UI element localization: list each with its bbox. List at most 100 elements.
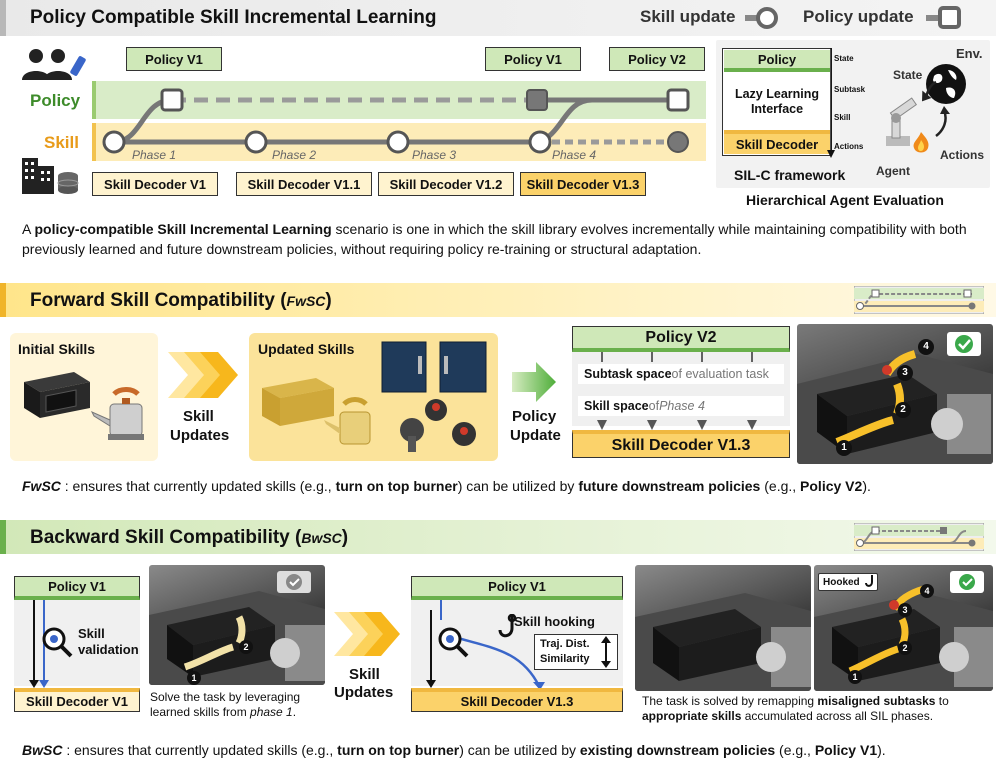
row-label-skill: Skill (44, 133, 79, 152)
bwsc-skill-updates-1: Skill (349, 666, 380, 683)
bwsc-title-text: Backward Skill Compatibility ( (30, 527, 302, 548)
bwsc-step-4: 4 (920, 584, 934, 598)
framework-policy: Policy (724, 50, 830, 72)
bwsc-hooking-label: Skill hooking (514, 614, 595, 629)
agent-env-arrows (922, 80, 950, 137)
fwsc-step-3: 3 (897, 365, 913, 381)
subtask-space-b: of evaluation task (671, 367, 769, 381)
microwave-icon (24, 372, 90, 418)
framework-name: SIL-C framework (734, 167, 846, 183)
fwsc-header-band (0, 283, 996, 317)
fwsc-title: Forward Skill Compatibility (FwSC) (30, 290, 332, 312)
fwsc-kitchen-scene (797, 324, 993, 464)
robot-arm-icon (886, 97, 918, 146)
state-label: State (893, 68, 923, 82)
policy-update-arrow (512, 362, 556, 402)
skill-lane-edge (92, 123, 96, 161)
axis-subtask: Subtask (834, 85, 866, 94)
bwsc-title: Backward Skill Compatibility (BwSC) (30, 527, 348, 549)
fwsc-statement-5: (e.g., (760, 478, 801, 494)
framework-decoder: Skill Decoder (724, 130, 830, 154)
skill-space-row: Skill space of Phase 4 (578, 396, 784, 416)
bwsc-solve-line-2: learned skills from phase 1. (150, 705, 300, 720)
actions-label: Actions (940, 148, 985, 162)
skill-decoder-v1-1-box: Skill Decoder V1.1 (236, 172, 372, 196)
intro-a: A (22, 221, 35, 237)
bwsc-skill-updates-2: Updates (334, 684, 394, 701)
row-label-policy: Policy (30, 91, 81, 110)
bwsc-statement-5: (e.g., (775, 742, 815, 758)
fwsc-policy-update-1: Policy (512, 408, 557, 425)
bwsc-timeline-thumbnail-icon (854, 523, 984, 551)
bwsc-policy-v1-left: Policy V1 (14, 576, 140, 600)
agent-label: Agent (876, 164, 910, 178)
faded-microwave-icon (262, 378, 334, 426)
bwsc-statement-1: : ensures that currently updated skills … (62, 742, 338, 758)
bwsc-statement-7: ). (877, 742, 886, 758)
bwsc-statement-3: ) can be utilized by (459, 742, 580, 758)
phase-4-label: Phase 4 (552, 148, 597, 162)
axis-actions: Actions (834, 142, 864, 151)
legend-skill-update: Skill update (640, 7, 736, 26)
bwsc-remap-2: misaligned subtasks (817, 694, 936, 708)
bwsc-header-band (0, 520, 996, 554)
updated-skills-label: Updated Skills (258, 341, 355, 357)
intro-b: policy-compatible Skill Incremental Lear… (34, 221, 332, 237)
bwsc-mid-arrows (426, 600, 545, 688)
fwsc-timeline-thumbnail-icon (854, 286, 984, 314)
skill-space-b: of (648, 399, 660, 413)
fwsc-step-4: 4 (918, 339, 934, 355)
framework-axis (827, 48, 835, 158)
magnifier-icon-mid (438, 627, 469, 658)
buildings-database-icon (22, 158, 79, 194)
framework-lazy: Lazy Learning Interface (734, 87, 820, 116)
bwsc-decoder-v1: Skill Decoder V1 (14, 688, 140, 712)
bwsc-solve-1: Solve the task by leveraging (150, 690, 301, 704)
bwsc-scene-2 (635, 565, 811, 691)
bwsc-solve-3: phase 1 (250, 705, 293, 719)
magnifier-icon-left (42, 627, 73, 658)
bwsc-remap-3: to (935, 694, 949, 708)
fire-icon (913, 132, 929, 153)
bwsc-remap-line-1: The task is solved by remapping misalign… (642, 694, 949, 709)
legend-policy-update: Policy update (803, 7, 914, 26)
bwsc-statement-6: Policy V1 (814, 742, 878, 758)
faded-kettle-icon (324, 397, 371, 445)
header-accent (0, 0, 6, 36)
bwsc-scene-1 (149, 565, 325, 685)
burner-knobs-icon (400, 399, 476, 452)
fwsc-step-2: 2 (895, 402, 911, 418)
bwsc-remap-caption: The task is solved by remapping misalign… (642, 694, 949, 724)
fwsc-policy-v2: Policy V2 (572, 326, 790, 352)
fwsc-down-arrows (597, 420, 757, 430)
framework-caption: Hierarchical Agent Evaluation (746, 192, 944, 208)
skill-decoder-v1-box: Skill Decoder V1 (92, 172, 218, 196)
skill-updates-arrow-1 (168, 352, 238, 398)
bwsc-traj-1: Traj. Dist. (540, 638, 590, 650)
fwsc-title-text: Forward Skill Compatibility ( (30, 290, 287, 311)
bwsc-title-abbr: BwSC (301, 530, 342, 546)
fwsc-statement-4: future downstream policies (578, 478, 761, 494)
fwsc-statement-2: turn on top burner (335, 478, 458, 494)
intro-c: scenario is one in which the skill libra… (22, 221, 967, 257)
fwsc-subtask-ticks (601, 352, 753, 362)
bwsc-solve-4: . (292, 705, 297, 719)
bwsc-step-2: 2 (898, 641, 912, 655)
subtask-space-a: Subtask space (584, 367, 672, 381)
bwsc-validation-2: validation (78, 642, 139, 657)
bwsc-remap-4: appropriate skills (642, 709, 742, 723)
axis-state: State (834, 54, 854, 63)
initial-skills-label: Initial Skills (18, 341, 96, 357)
bwsc-scene-1-step-2: 2 (239, 640, 253, 654)
bwsc-scene-1-step-1: 1 (187, 671, 201, 685)
kettle-icon (90, 387, 144, 440)
axis-skill: Skill (834, 113, 851, 122)
bwsc-scene-1-art (149, 571, 325, 685)
bwsc-traj-2: Similarity (540, 653, 590, 665)
fwsc-accent (0, 283, 6, 317)
skill-updates-arrow-2 (334, 612, 400, 656)
fwsc-decoder-v1-3: Skill Decoder V1.3 (572, 430, 790, 458)
bwsc-remap-1: The task is solved by remapping (642, 694, 818, 708)
bwsc-validation-1: Skill (78, 626, 105, 641)
skill-decoder-v1-3-box: Skill Decoder V1.3 (520, 172, 646, 196)
